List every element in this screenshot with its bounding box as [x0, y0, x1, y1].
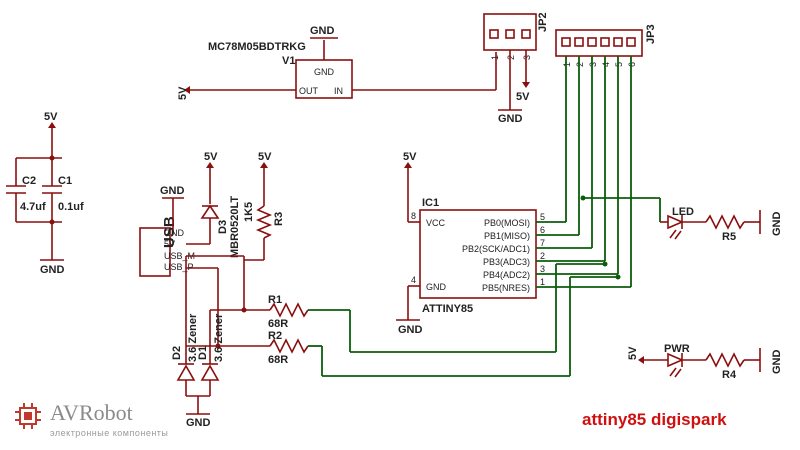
ic1-pin-num: 2	[540, 251, 545, 261]
r2-value: 68R	[268, 354, 288, 366]
regulator-part-label: MC78M05BDTRKG	[208, 41, 306, 53]
ic1-5v-label: 5V	[403, 151, 417, 163]
r4-ref: R4	[722, 369, 737, 381]
r3-value: 1K5	[243, 202, 255, 222]
led-indicator: LED R5 GND	[660, 206, 783, 243]
d3-part: MBR0520LT	[229, 196, 241, 258]
ic1-gnd-label: GND	[426, 282, 447, 292]
ic1-pin-num: 1	[540, 277, 545, 287]
pwr-5v-label: 5V	[627, 346, 639, 360]
signal-nets	[308, 56, 661, 377]
chip-icon	[15, 403, 41, 429]
brand-name: AVRobot	[50, 400, 133, 425]
d3-5v-label: 5V	[204, 151, 218, 163]
power-indicator: 5V PWR R4 GND	[627, 343, 783, 381]
ic1-pin-num: 6	[540, 225, 545, 235]
led-gnd-label: GND	[771, 212, 783, 237]
regulator-out-pin: OUT	[299, 86, 319, 96]
ic1-pin-name: PB4(ADC2)	[483, 270, 530, 280]
regulator-in-pin: IN	[334, 86, 343, 96]
caps-gnd-label: GND	[40, 264, 65, 276]
jp2-pin-3: 3	[522, 55, 532, 60]
brand-tagline: электронные компоненты	[50, 428, 169, 438]
zener-gnd-label: GND	[186, 417, 211, 429]
r5-ref: R5	[722, 231, 736, 243]
ic1-pin-name: PB3(ADC3)	[483, 257, 530, 267]
jp3-pin-4: 4	[601, 62, 611, 67]
c1-value: 0.1uf	[58, 201, 84, 213]
regulator-gnd-label: GND	[310, 25, 335, 37]
r3-resistor: 5V 1K5 R3	[243, 151, 285, 261]
jp3-pin-6: 6	[627, 62, 637, 67]
jp2-body	[483, 13, 537, 51]
ic1-pin-name: PB1(MISO)	[484, 231, 530, 241]
avrobot-logo: AVRobot электронные компоненты	[14, 400, 214, 444]
ic1-pin-name: PB2(SCK/ADC1)	[462, 244, 530, 254]
pwr-ref: PWR	[664, 343, 690, 355]
jp3-ref: JP3	[645, 24, 657, 44]
d3-ref: D3	[217, 220, 229, 234]
d2-value: 3.6 Zener	[187, 313, 199, 362]
ic1-pin-num: 7	[540, 238, 545, 248]
usb-pin-m: USB_M	[164, 251, 195, 261]
r1-ref: R1	[268, 294, 282, 306]
jp3-pin-1: 1	[562, 62, 572, 67]
jp3-connector: JP3 1 2 3 4 5 6	[555, 24, 657, 67]
jp3-pin-2: 2	[575, 62, 585, 67]
attiny85-ic: IC1 ATTINY85 5V 8 VCC GND 4 GND PB0(MOSI…	[396, 151, 545, 336]
d1-ref: D1	[197, 346, 209, 360]
regulator-5v-label: 5V	[177, 86, 189, 100]
usb-pin-5v: 5V	[164, 239, 175, 249]
ic1-pin-name: PB0(MOSI)	[484, 218, 530, 228]
regulator-gnd-pin: GND	[314, 67, 335, 77]
usb-body	[139, 227, 171, 277]
jp3-body	[555, 29, 643, 57]
regulator-ref-label: V1	[282, 55, 295, 67]
r3-5v-label: 5V	[258, 151, 272, 163]
ic1-pin-num: 5	[540, 212, 545, 222]
ic1-pin-list: PB0(MOSI) PB1(MISO) PB2(SCK/ADC1) PB3(AD…	[462, 212, 545, 293]
usb-pin-gnd: GND	[164, 228, 185, 238]
ic1-gnd-net-label: GND	[398, 324, 423, 336]
ic1-vcc-label: VCC	[426, 218, 446, 228]
usb-gnd-net-label: GND	[160, 185, 185, 197]
ic1-vcc-pin-num: 8	[411, 211, 416, 221]
jp3-pin-5: 5	[614, 62, 624, 67]
usb-pin-p: USB_P	[164, 262, 194, 272]
ic1-pin-name: PB5(NRES)	[482, 283, 530, 293]
ic1-body	[419, 209, 537, 299]
r3-ref: R3	[273, 212, 285, 226]
ic1-ref: IC1	[422, 197, 439, 209]
d2-ref: D2	[171, 346, 183, 360]
r2-ref: R2	[268, 330, 282, 342]
c1-ref: C1	[58, 175, 72, 187]
jp2-connector: JP2 1 2 3 GND 5V	[483, 12, 549, 125]
usb-connector: USB GND 5V USB_M USB_P GND	[139, 185, 195, 277]
voltage-regulator: GND MC78M05BDTRKG V1 GND OUT IN 5V	[177, 25, 497, 100]
usb-data-network: R1 68R R2 68R GND D2 3.6 Zener D1 3.6 Ze…	[171, 255, 309, 429]
jp3-pin-3: 3	[588, 62, 598, 67]
jp2-gnd-label: GND	[498, 113, 523, 125]
pwr-gnd-label: GND	[771, 350, 783, 375]
c2-value: 4.7uf	[20, 201, 46, 213]
jp2-5v-label: 5V	[516, 91, 530, 103]
led-ref: LED	[672, 206, 694, 218]
capacitors: 5V GND C2 4.7uf C1 0.1uf	[6, 111, 84, 276]
r1-value: 68R	[268, 318, 288, 330]
jp2-pin-2: 2	[506, 55, 516, 60]
jp2-pin-1: 1	[490, 55, 500, 60]
ic1-pin-num: 3	[540, 264, 545, 274]
c2-ref: C2	[22, 175, 36, 187]
d1-value: 3.6 Zener	[213, 313, 225, 362]
caps-5v-label: 5V	[44, 111, 58, 123]
jp2-ref: JP2	[537, 12, 549, 32]
ic1-part: ATTINY85	[422, 303, 473, 315]
ic1-gnd-pin-num: 4	[411, 275, 416, 285]
d3-diode: 5V D3 MBR0520LT	[186, 151, 241, 258]
diagram-title: attiny85 digispark	[582, 410, 727, 429]
